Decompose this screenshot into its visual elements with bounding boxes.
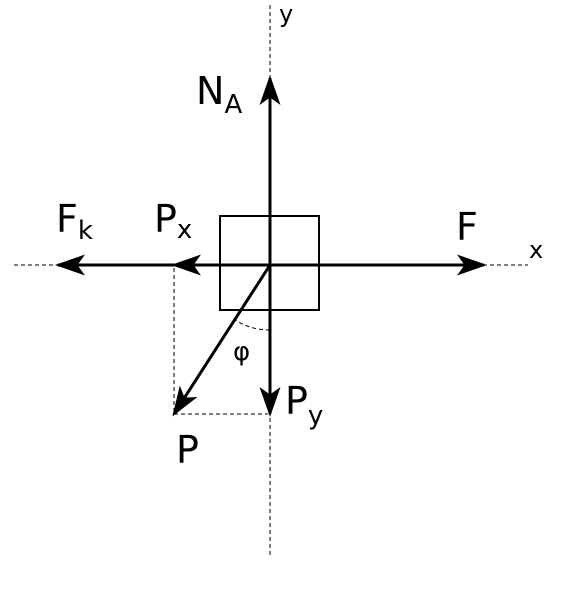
px-main: P (154, 197, 177, 241)
friction-force-label: Fk (56, 197, 93, 246)
friction-force-main: F (56, 197, 78, 241)
applied-force-label: F (456, 205, 478, 249)
py-sub: y (308, 401, 323, 431)
p-arrow (172, 264, 272, 417)
x-axis-label: x (529, 236, 543, 264)
angle-arc (234, 319, 271, 331)
px-sub: x (177, 215, 192, 245)
normal-force-sub: A (224, 90, 242, 120)
py-main: P (285, 379, 308, 423)
friction-force-sub: k (78, 216, 93, 246)
y-axis-label: y (279, 0, 293, 28)
p-label: P (176, 428, 199, 472)
px-label: Px (154, 197, 192, 245)
normal-force-label: NA (196, 69, 242, 120)
angle-label: φ (233, 337, 250, 367)
py-label: Py (285, 379, 323, 431)
normal-force-main: N (196, 69, 224, 113)
